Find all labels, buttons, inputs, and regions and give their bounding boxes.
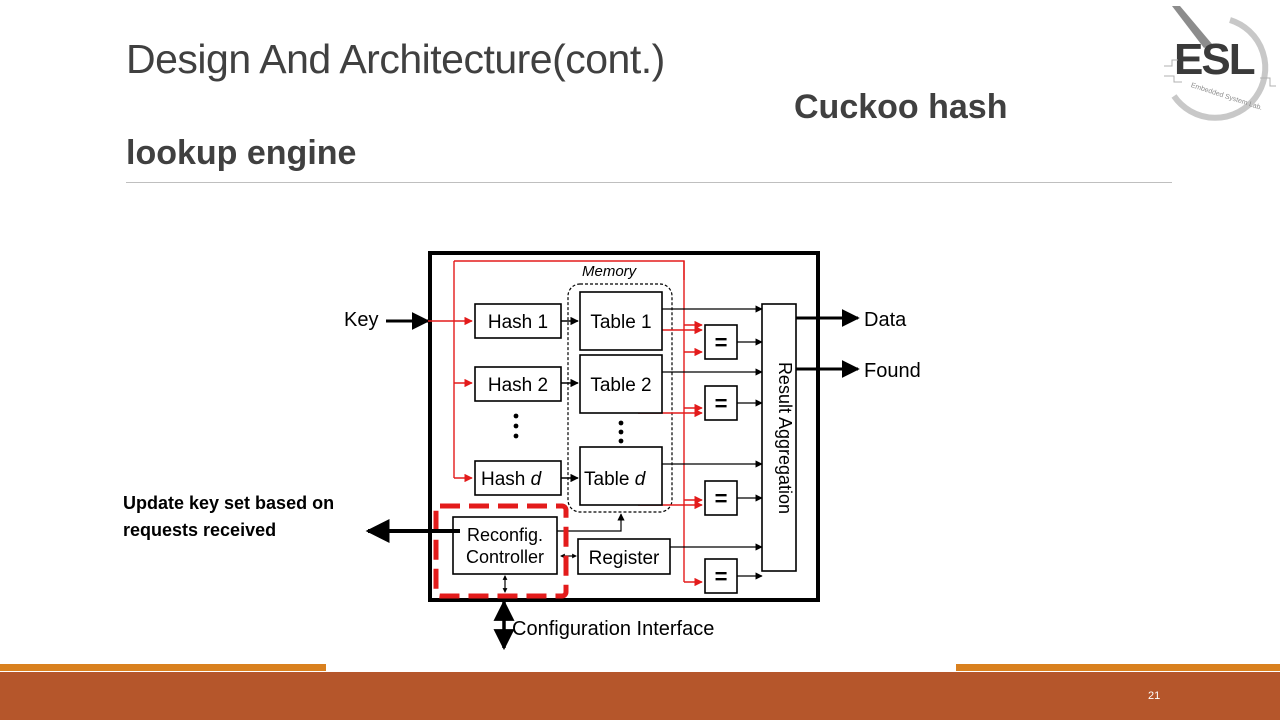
reconfig-controller-block bbox=[452, 516, 558, 575]
slide-title: Design And Architecture(cont.) bbox=[126, 36, 665, 82]
cuckoo-hash-diagram: Memory Key Hash 1 Hash 2 Hash d Table 1 bbox=[344, 251, 921, 651]
reconfig-label-line1: Reconfig. bbox=[467, 525, 543, 545]
hash-2-block bbox=[474, 366, 562, 402]
found-output-label: Found bbox=[864, 360, 921, 382]
memory-label: Memory bbox=[582, 263, 638, 280]
page-number: 21 bbox=[1148, 690, 1161, 702]
hash-ellipsis bbox=[513, 413, 519, 439]
logo-circuit bbox=[1164, 59, 1276, 87]
table-1-block bbox=[579, 291, 663, 351]
title-divider bbox=[126, 182, 1172, 183]
hash-d-label: Hash d bbox=[481, 469, 543, 490]
comparator-register bbox=[704, 558, 738, 594]
table-output-arrows bbox=[662, 305, 763, 551]
comparators: = = = = bbox=[704, 324, 738, 594]
data-output-label: Data bbox=[864, 309, 907, 331]
logo-ring bbox=[1171, 17, 1269, 121]
logo-text: ESL bbox=[1174, 35, 1255, 84]
comparator-1-symbol: = bbox=[715, 330, 728, 355]
register-block bbox=[577, 538, 671, 575]
hash-table-arrows bbox=[561, 316, 579, 483]
logo-slash bbox=[1172, 6, 1212, 48]
result-aggregation-block bbox=[761, 303, 797, 572]
result-aggregation-label: Result Aggregation bbox=[775, 362, 795, 514]
table-d-label: Table d bbox=[584, 469, 647, 490]
slide-subtitle-part1: Cuckoo hash bbox=[794, 88, 1008, 126]
callout-text: Update key set based on requests receive… bbox=[123, 493, 335, 540]
table-2-label: Table 2 bbox=[590, 375, 651, 396]
comparator-2-symbol: = bbox=[715, 391, 728, 416]
footer-accent-right bbox=[956, 664, 1280, 671]
register-label: Register bbox=[589, 548, 660, 569]
key-label: Key bbox=[344, 309, 378, 331]
engine-frame bbox=[428, 251, 820, 602]
comparator-2 bbox=[704, 385, 738, 421]
footer-accent-left bbox=[0, 664, 326, 671]
reconfig-label-line2: Controller bbox=[466, 547, 544, 567]
reconfig-memory-link bbox=[557, 513, 625, 532]
table-ellipsis bbox=[618, 420, 624, 444]
slide-subtitle-part2: lookup engine bbox=[126, 134, 357, 172]
reconfig-highlight-box bbox=[433, 503, 569, 599]
comparator-register-symbol: = bbox=[715, 564, 728, 589]
hash-2-label: Hash 2 bbox=[488, 375, 548, 396]
comparator-output-arrows bbox=[737, 338, 763, 580]
comparator-d bbox=[704, 480, 738, 516]
table-d-block bbox=[579, 446, 663, 506]
esl-logo: ESL Embedded System Lab. bbox=[1164, 6, 1276, 121]
table-2-block bbox=[579, 354, 663, 414]
comparator-d-symbol: = bbox=[715, 486, 728, 511]
memory-region bbox=[567, 283, 673, 513]
hash-1-label: Hash 1 bbox=[488, 312, 548, 333]
config-interface-label: Configuration Interface bbox=[512, 618, 714, 640]
footer-bar bbox=[0, 672, 1280, 720]
table-1-label: Table 1 bbox=[590, 312, 651, 333]
